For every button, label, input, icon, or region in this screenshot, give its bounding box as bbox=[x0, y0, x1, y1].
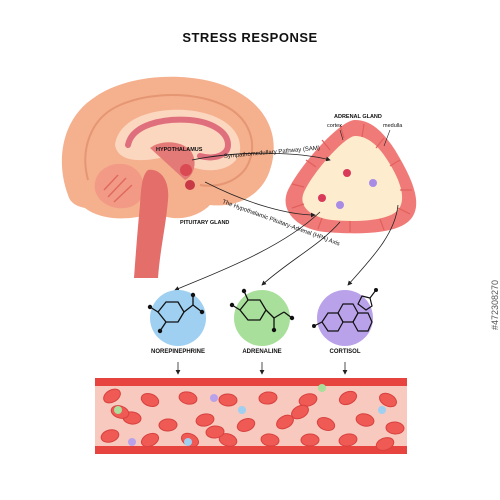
norepinephrine-label: NOREPINEPHRINE bbox=[150, 349, 205, 355]
hpa-arrow bbox=[204, 181, 316, 218]
medulla-label: medulla bbox=[383, 123, 403, 129]
stock-id: #472308270 bbox=[490, 279, 500, 330]
brain-illustration bbox=[61, 76, 274, 278]
blood-vessel bbox=[95, 378, 407, 454]
arrow-to-norepinephrine bbox=[174, 211, 321, 291]
hormone-particle bbox=[210, 394, 218, 402]
red-blood-cell bbox=[100, 429, 120, 443]
red-blood-cell bbox=[158, 418, 178, 432]
red-blood-cell bbox=[218, 393, 238, 407]
hypothalamus-label: HYPOTHALAMUS bbox=[156, 147, 203, 153]
adrenal-gland-label: ADRENAL GLAND bbox=[334, 114, 382, 120]
cortisol-label: CORTISOL bbox=[329, 349, 361, 355]
red-blood-cell bbox=[385, 421, 405, 435]
red-blood-cell bbox=[338, 390, 358, 406]
hormone-particle bbox=[114, 406, 122, 414]
red-blood-cell bbox=[375, 437, 395, 451]
hormone-particle bbox=[378, 406, 386, 414]
red-blood-cell bbox=[205, 425, 225, 439]
hormone-particle bbox=[184, 438, 192, 446]
red-blood-cell bbox=[379, 392, 397, 408]
red-blood-cell bbox=[338, 433, 358, 447]
medulla-pointer bbox=[383, 129, 391, 147]
red-blood-cell bbox=[258, 391, 278, 405]
red-blood-cell bbox=[178, 391, 198, 405]
pituitary-gland-label: PITUITARY GLAND bbox=[180, 220, 230, 226]
cortisol-molecule bbox=[312, 288, 378, 346]
red-blood-cell bbox=[140, 393, 160, 407]
adrenaline-molecule bbox=[229, 288, 295, 346]
red-blood-cell bbox=[140, 432, 160, 448]
red-blood-cell bbox=[291, 404, 309, 420]
red-blood-cells bbox=[100, 384, 405, 451]
sam-arrow bbox=[191, 152, 331, 162]
arrow-to-cortisol bbox=[347, 204, 399, 286]
red-blood-cell bbox=[195, 413, 215, 427]
red-blood-cell bbox=[103, 388, 121, 404]
red-blood-cell bbox=[298, 393, 318, 407]
hormone-particle bbox=[318, 384, 326, 392]
norepinephrine-molecule bbox=[147, 290, 206, 346]
diagram-title: STRESS RESPONSE bbox=[182, 30, 318, 45]
red-blood-cell bbox=[236, 418, 256, 432]
cortex-label: cortex bbox=[327, 123, 342, 129]
red-blood-cell bbox=[260, 433, 280, 447]
red-blood-cell bbox=[300, 433, 320, 447]
red-blood-cell bbox=[355, 413, 375, 427]
hormone-particle bbox=[128, 438, 136, 446]
red-blood-cell bbox=[316, 416, 336, 432]
adrenal-gland-illustration bbox=[285, 120, 417, 234]
arrow-to-adrenaline bbox=[261, 221, 341, 286]
adrenaline-label: ADRENALINE bbox=[242, 349, 282, 355]
hormone-particle bbox=[238, 406, 246, 414]
cortex-pointer bbox=[339, 129, 344, 141]
